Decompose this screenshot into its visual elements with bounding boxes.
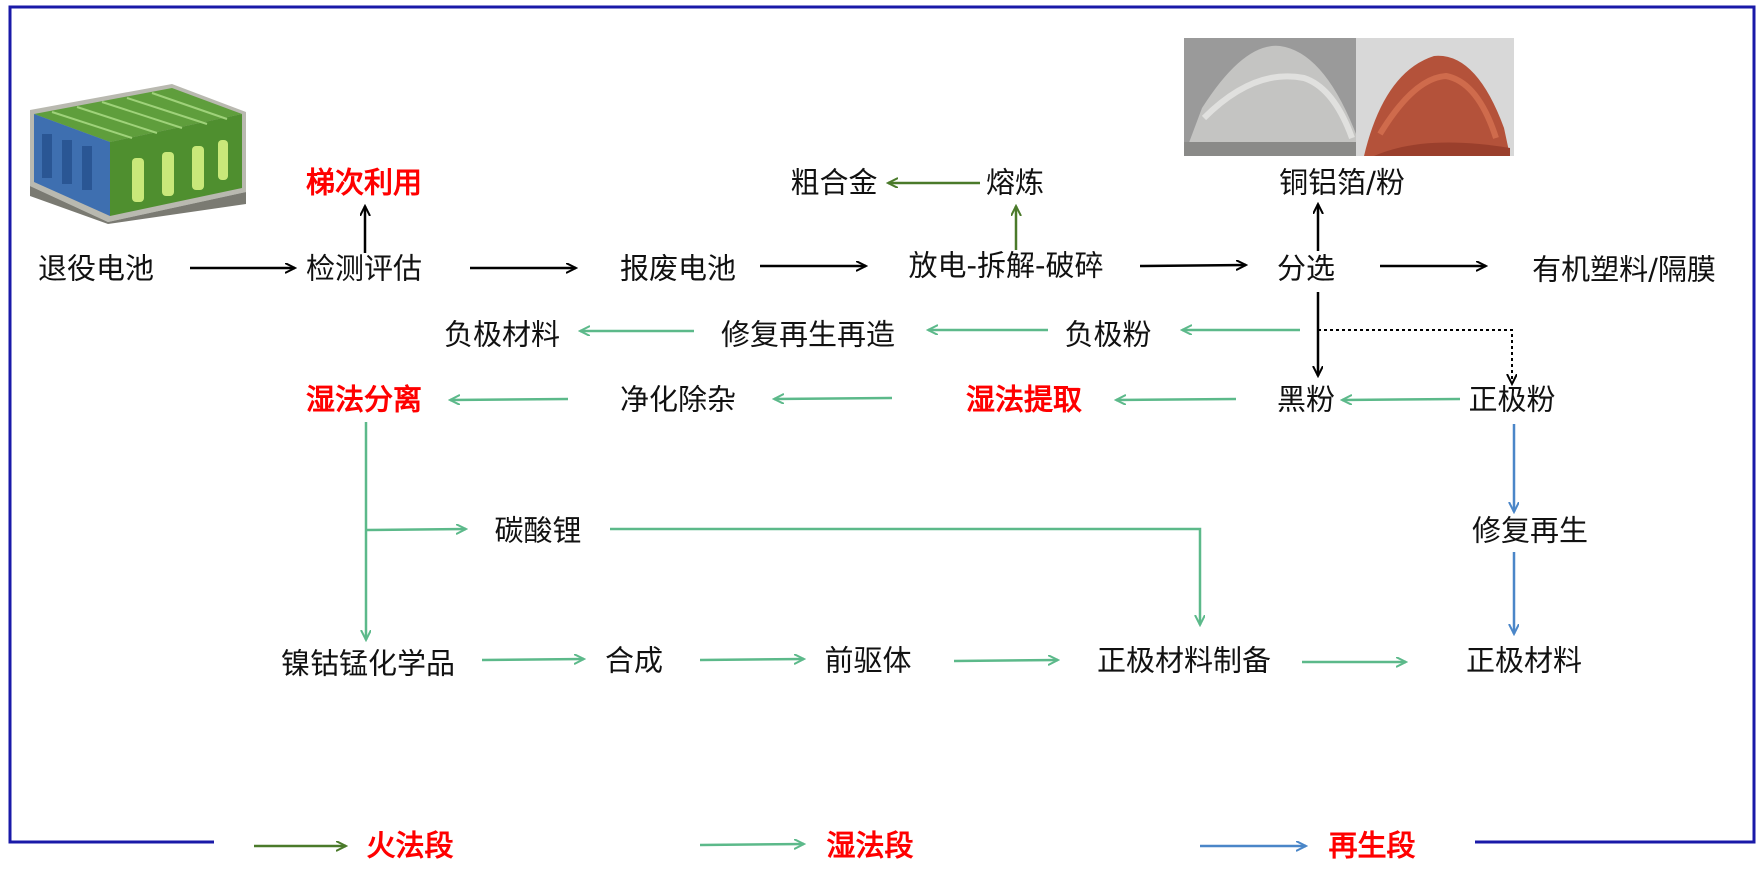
node-smelting: 熔炼: [985, 165, 1045, 200]
legend-hydro-stage: 湿法段: [826, 828, 914, 863]
arrow-sorting-to-cathode-powder: [1318, 329, 1512, 384]
legend-regen-stage: 再生段: [1328, 828, 1416, 863]
node-anode-material: 负极材料: [443, 317, 561, 352]
arrow-synthesis-to-precursor: [699, 659, 804, 660]
arrow-li-carbonate-to-cathode-prep: [610, 527, 1200, 625]
node-wet-extraction: 湿法提取: [965, 382, 1083, 417]
arrow-cathode-powder-to-black: [1342, 399, 1461, 400]
node-cathode-material: 正极材料: [1465, 643, 1583, 678]
node-anode-powder: 负极粉: [1064, 317, 1152, 352]
node-cascade-use: 梯次利用: [305, 165, 423, 200]
black-arrows: [190, 204, 1512, 384]
node-lithium-carbonate: 碳酸锂: [494, 513, 582, 548]
arrow-black-to-wet-extraction: [1116, 399, 1237, 400]
node-black-powder: 黑粉: [1276, 382, 1336, 417]
frame-border: [8, 5, 1756, 844]
node-wet-separation: 湿法分离: [305, 382, 423, 417]
node-repair-regen: 修复再生: [1471, 513, 1589, 548]
regen-arrows: [1200, 424, 1514, 846]
legend-pyro-stage: 火法段: [366, 828, 454, 863]
node-scrap-battery: 报废电池: [619, 251, 737, 286]
arrow-extraction-to-purification: [774, 398, 893, 399]
node-repair-regen-remake: 修复再生再造: [720, 317, 896, 352]
node-cathode-powder: 正极粉: [1468, 382, 1556, 417]
node-ni-co-mn-chemicals: 镍钴锰化学品: [280, 646, 456, 681]
node-cu-al-foil-powder: 铜铝箔/粉: [1279, 165, 1405, 200]
arrow-separation-to-li-carbonate: [365, 529, 466, 530]
battery-pack-icon: [22, 74, 252, 224]
metal-powders-photo: [1184, 38, 1514, 156]
hydro-arrows: [365, 330, 1461, 845]
node-organic-plastics-separator: 有机塑料/隔膜: [1532, 252, 1716, 287]
arrow-purification-to-wet-separation: [450, 399, 569, 400]
arrow-discharge-to-sorting: [1139, 265, 1246, 266]
node-precursor: 前驱体: [824, 643, 912, 678]
node-sorting: 分选: [1276, 251, 1336, 286]
node-discharge-dismantle-crush: 放电-拆解-破碎: [908, 248, 1104, 283]
arrow-nicomn-to-synthesis: [481, 659, 584, 660]
pyro-arrows: [254, 183, 1016, 846]
arrow-precursor-to-cathode-prep: [953, 660, 1058, 661]
node-retired-battery: 退役电池: [37, 251, 155, 286]
node-inspection: 检测评估: [305, 251, 423, 286]
legend-arrow-hydro: [699, 844, 804, 845]
node-crude-alloy: 粗合金: [790, 165, 878, 200]
node-synthesis: 合成: [604, 643, 664, 678]
node-purification: 净化除杂: [619, 382, 737, 417]
node-cathode-prep: 正极材料制备: [1096, 643, 1272, 678]
